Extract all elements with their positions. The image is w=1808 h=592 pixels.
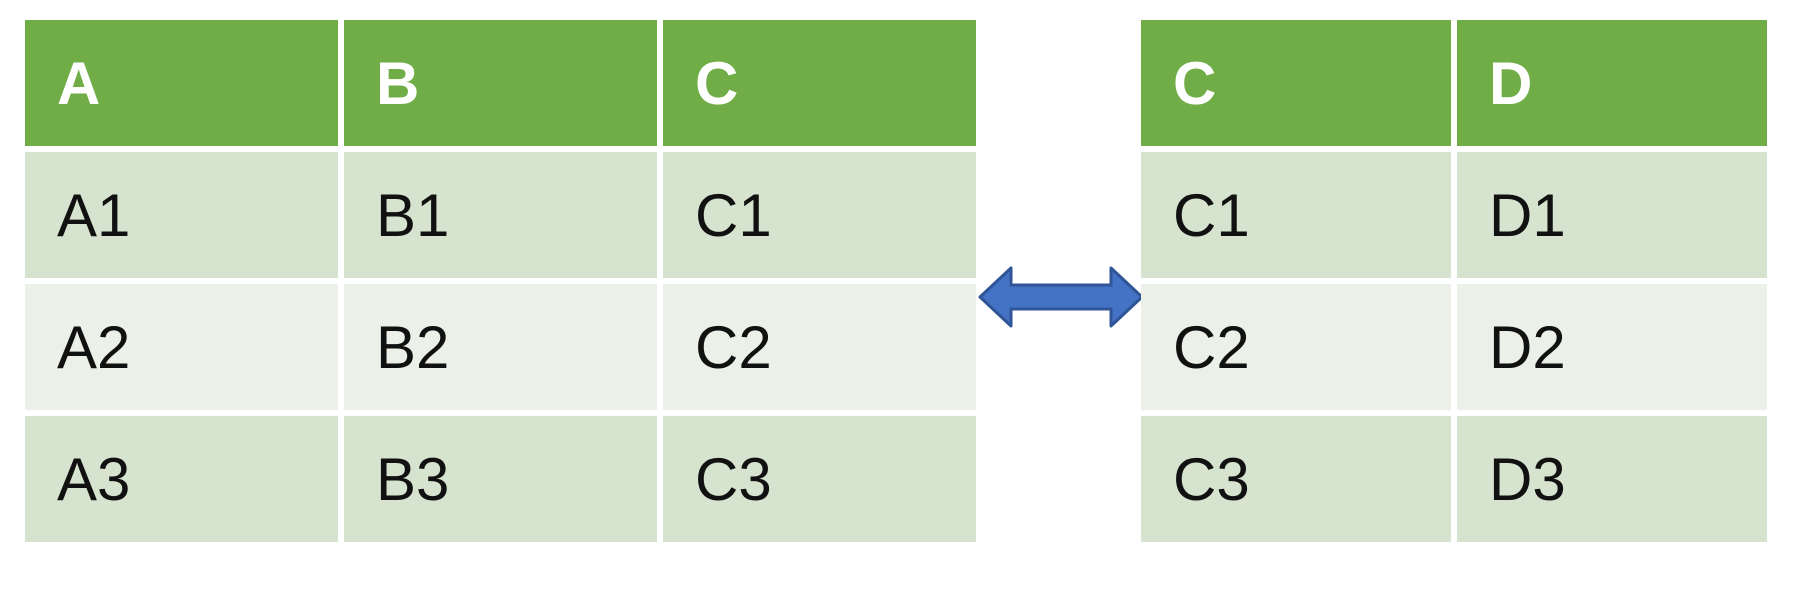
arrow-shape: [978, 266, 1144, 328]
double-headed-arrow-icon: [978, 266, 1144, 328]
table-row: A3 B3 C3: [25, 416, 976, 542]
table-row: C3 D3: [1141, 416, 1767, 542]
right-table: C D C1 D1 C2 D2 C3 D3: [1135, 14, 1773, 548]
header-row: A B C: [25, 20, 976, 146]
header-cell-c: C: [663, 20, 976, 146]
table-cell: A2: [25, 284, 338, 410]
table-row: A1 B1 C1: [25, 152, 976, 278]
table-cell: C3: [663, 416, 976, 542]
table-cell: A3: [25, 416, 338, 542]
table-cell: C1: [663, 152, 976, 278]
header-cell-d: D: [1457, 20, 1767, 146]
left-table: A B C A1 B1 C1 A2 B2 C2 A3 B3 C3: [19, 14, 982, 548]
table-row: A2 B2 C2: [25, 284, 976, 410]
table-cell: D2: [1457, 284, 1767, 410]
header-cell-c: C: [1141, 20, 1451, 146]
table-row: C2 D2: [1141, 284, 1767, 410]
table-cell: C2: [1141, 284, 1451, 410]
header-cell-a: A: [25, 20, 338, 146]
header-row: C D: [1141, 20, 1767, 146]
table-cell: B3: [344, 416, 657, 542]
table-cell: D3: [1457, 416, 1767, 542]
table-cell: B2: [344, 284, 657, 410]
table-cell: D1: [1457, 152, 1767, 278]
table-cell: C3: [1141, 416, 1451, 542]
table-cell: C1: [1141, 152, 1451, 278]
table-row: C1 D1: [1141, 152, 1767, 278]
table-cell: C2: [663, 284, 976, 410]
table-cell: B1: [344, 152, 657, 278]
header-cell-b: B: [344, 20, 657, 146]
table-cell: A1: [25, 152, 338, 278]
